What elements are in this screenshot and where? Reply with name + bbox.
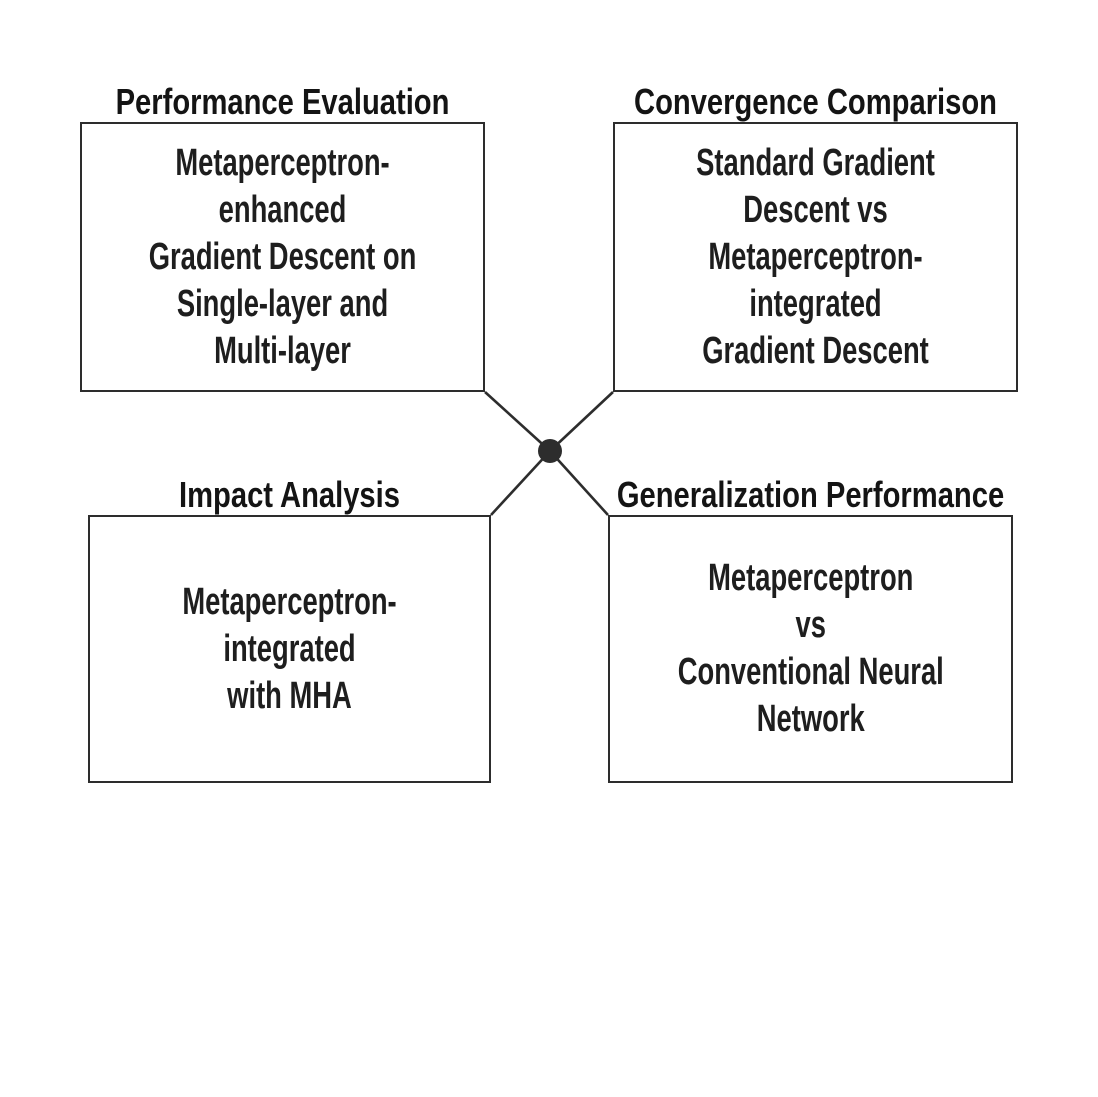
- node-box-impact-analysis: Metaperceptron-integrated with MHA: [88, 515, 491, 783]
- connector-line-bottom-left: [490, 450, 551, 516]
- node-generalization-performance: Generalization Performance Metaperceptro…: [608, 469, 1013, 783]
- node-box-convergence-comparison: Standard Gradient Descent vs Metapercept…: [613, 122, 1018, 392]
- node-box-performance-evaluation: Metaperceptron-enhanced Gradient Descent…: [80, 122, 485, 392]
- node-box-generalization-performance: Metaperceptron vs Conventional Neural Ne…: [608, 515, 1013, 783]
- node-title-impact-analysis: Impact Analysis: [179, 474, 400, 515]
- node-title-convergence-comparison: Convergence Comparison: [634, 81, 997, 122]
- connector-line-top-right: [549, 391, 614, 452]
- node-body-convergence-comparison: Standard Gradient Descent vs Metapercept…: [696, 141, 935, 372]
- node-convergence-comparison: Convergence Comparison Standard Gradient…: [613, 76, 1018, 392]
- node-title-generalization-performance: Generalization Performance: [616, 474, 1005, 515]
- connector-line-bottom-right: [549, 450, 609, 516]
- node-body-performance-evaluation: Metaperceptron-enhanced Gradient Descent…: [148, 141, 417, 372]
- node-body-impact-analysis: Metaperceptron-integrated with MHA: [182, 580, 397, 717]
- node-performance-evaluation: Performance Evaluation Metaperceptron-en…: [80, 76, 485, 392]
- node-title-performance-evaluation: Performance Evaluation: [115, 81, 450, 122]
- connector-line-top-left: [484, 391, 551, 452]
- node-body-generalization-performance: Metaperceptron vs Conventional Neural Ne…: [677, 557, 944, 740]
- node-impact-analysis: Impact Analysis Metaperceptron-integrate…: [88, 469, 491, 783]
- center-node-dot: [538, 439, 562, 463]
